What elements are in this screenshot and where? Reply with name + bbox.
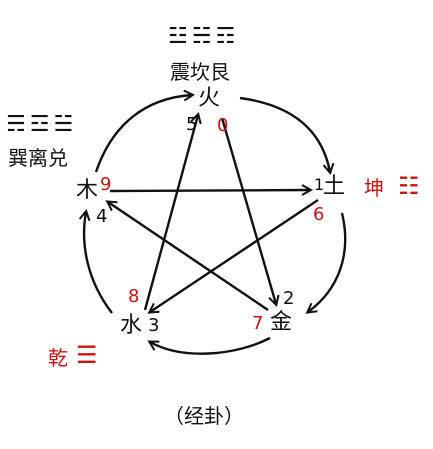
star-line-wood-to-earth — [109, 190, 310, 191]
earth-red-number: 6 — [313, 204, 325, 225]
water-red-number: 8 — [128, 286, 140, 307]
star-line-metal-to-wood — [108, 202, 269, 311]
fire-element: 火 — [198, 86, 221, 111]
star-line-water-to-fire — [143, 115, 198, 311]
cycle-arrow-fire-to-earth — [239, 96, 330, 172]
wood-element: 木 — [76, 178, 99, 203]
wood-red-number: 9 — [100, 174, 112, 195]
caption: （经卦） — [164, 404, 244, 428]
cycle-arrow-metal-to-water — [150, 336, 271, 355]
fire-black-number: 5 — [186, 114, 198, 135]
qian-label: 乾 — [48, 346, 68, 370]
qian-trigram: ☰ — [76, 341, 98, 369]
top-trigram-symbols: ☳☵☶ — [168, 24, 240, 49]
cycle-arrow-water-to-wood — [84, 212, 113, 314]
fire-red-number: 0 — [217, 115, 229, 136]
earth-black-number: 1 — [314, 175, 325, 194]
kun-trigram: ☷ — [398, 172, 420, 200]
star-line-fire-to-metal — [220, 117, 276, 304]
cycle-arrow-earth-to-metal — [308, 212, 347, 312]
metal-element: 金 — [270, 310, 293, 335]
metal-red-number: 7 — [252, 313, 264, 334]
left-trigram-names: 巽离兑 — [8, 146, 68, 170]
earth-element: 土 — [323, 174, 346, 199]
kun-label: 坤 — [364, 176, 384, 200]
water-element: 水 — [120, 313, 143, 338]
top-trigram-names: 震坎艮 — [170, 60, 230, 84]
wood-black-number: 4 — [96, 206, 108, 227]
water-black-number: 3 — [148, 315, 160, 336]
metal-black-number: 2 — [283, 288, 295, 309]
left-trigram-symbols: ☴☲☱ — [6, 112, 78, 137]
star-line-earth-to-water — [150, 199, 319, 312]
cycle-arrow-wood-to-fire — [94, 95, 192, 173]
